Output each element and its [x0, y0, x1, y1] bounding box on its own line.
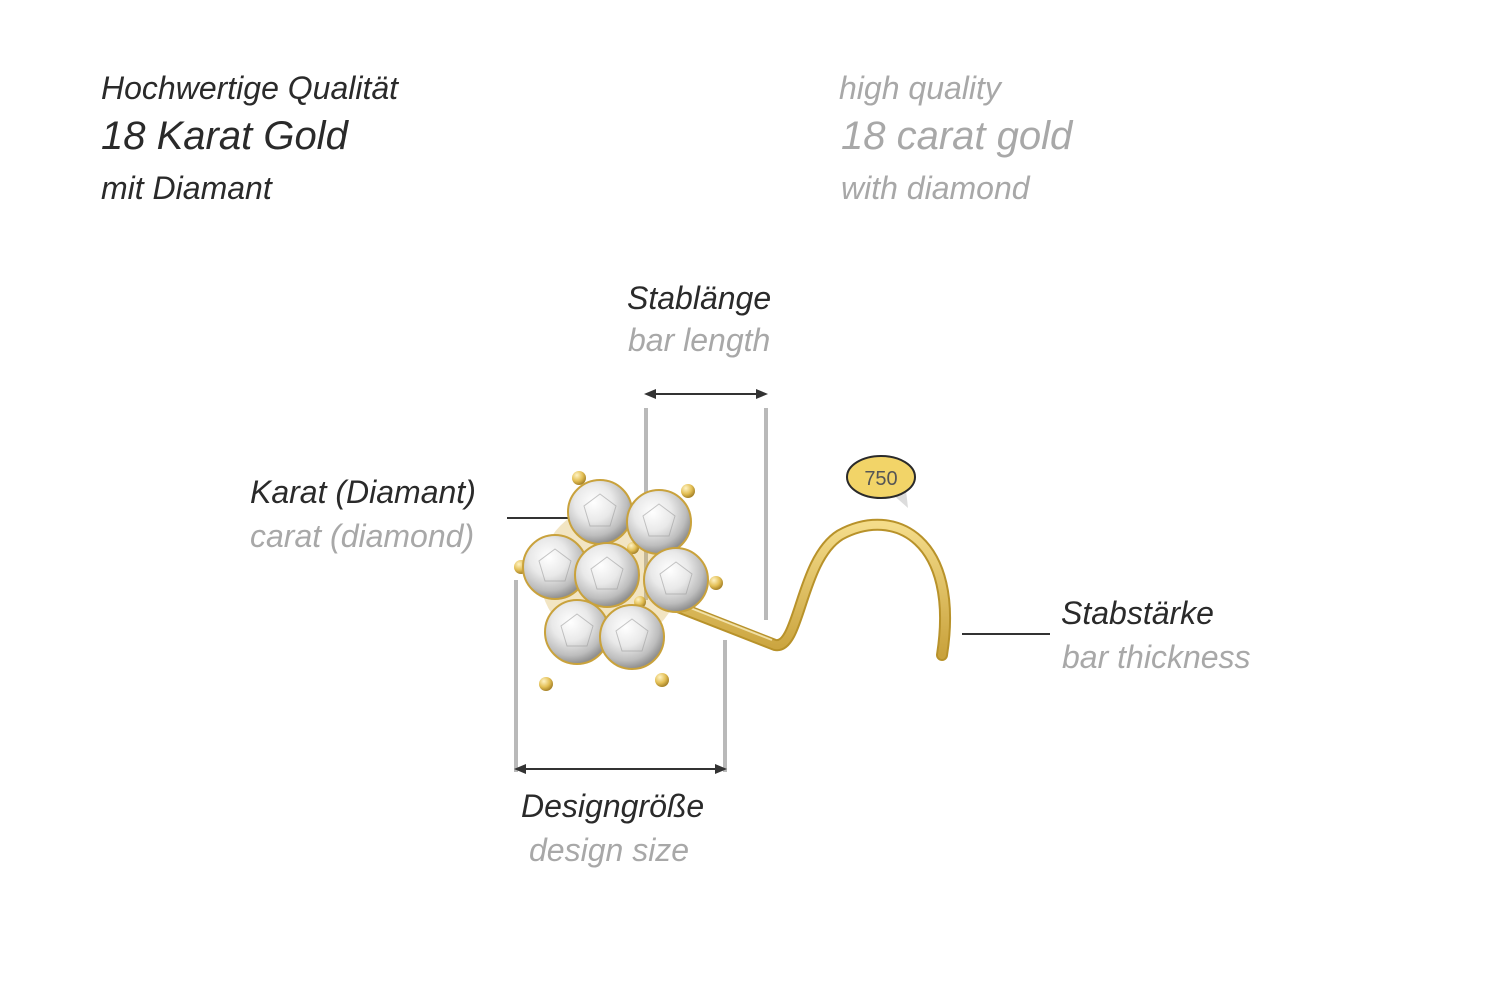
header-en-quality: high quality — [839, 70, 1001, 106]
header-en-stone: with diamond — [841, 170, 1030, 206]
diamond-stones — [522, 479, 709, 670]
label-bar-thickness-en: bar thickness — [1062, 639, 1251, 675]
label-design-size-de: Designgröße — [521, 788, 705, 824]
diamond-facets — [538, 493, 693, 652]
label-carat-de: Karat (Diamant) — [250, 474, 476, 510]
label-carat-en: carat (diamond) — [250, 518, 475, 554]
label-bar-length-de: Stablänge — [627, 280, 772, 316]
label-bar-length-en: bar length — [628, 322, 771, 358]
header-en-material: 18 carat gold — [841, 114, 1073, 158]
label-bar-thickness-de: Stabstärke — [1061, 595, 1214, 631]
diamond-flower — [514, 471, 723, 691]
hallmark-text: 750 — [864, 468, 897, 490]
design-size-dimension — [514, 580, 727, 774]
header-de-quality: Hochwertige Qualität — [101, 70, 399, 106]
hallmark-tag: 750 — [846, 455, 916, 508]
header-de-stone: mit Diamant — [101, 170, 272, 206]
label-design-size-en: design size — [529, 832, 690, 868]
header-de-material: 18 Karat Gold — [101, 114, 348, 158]
